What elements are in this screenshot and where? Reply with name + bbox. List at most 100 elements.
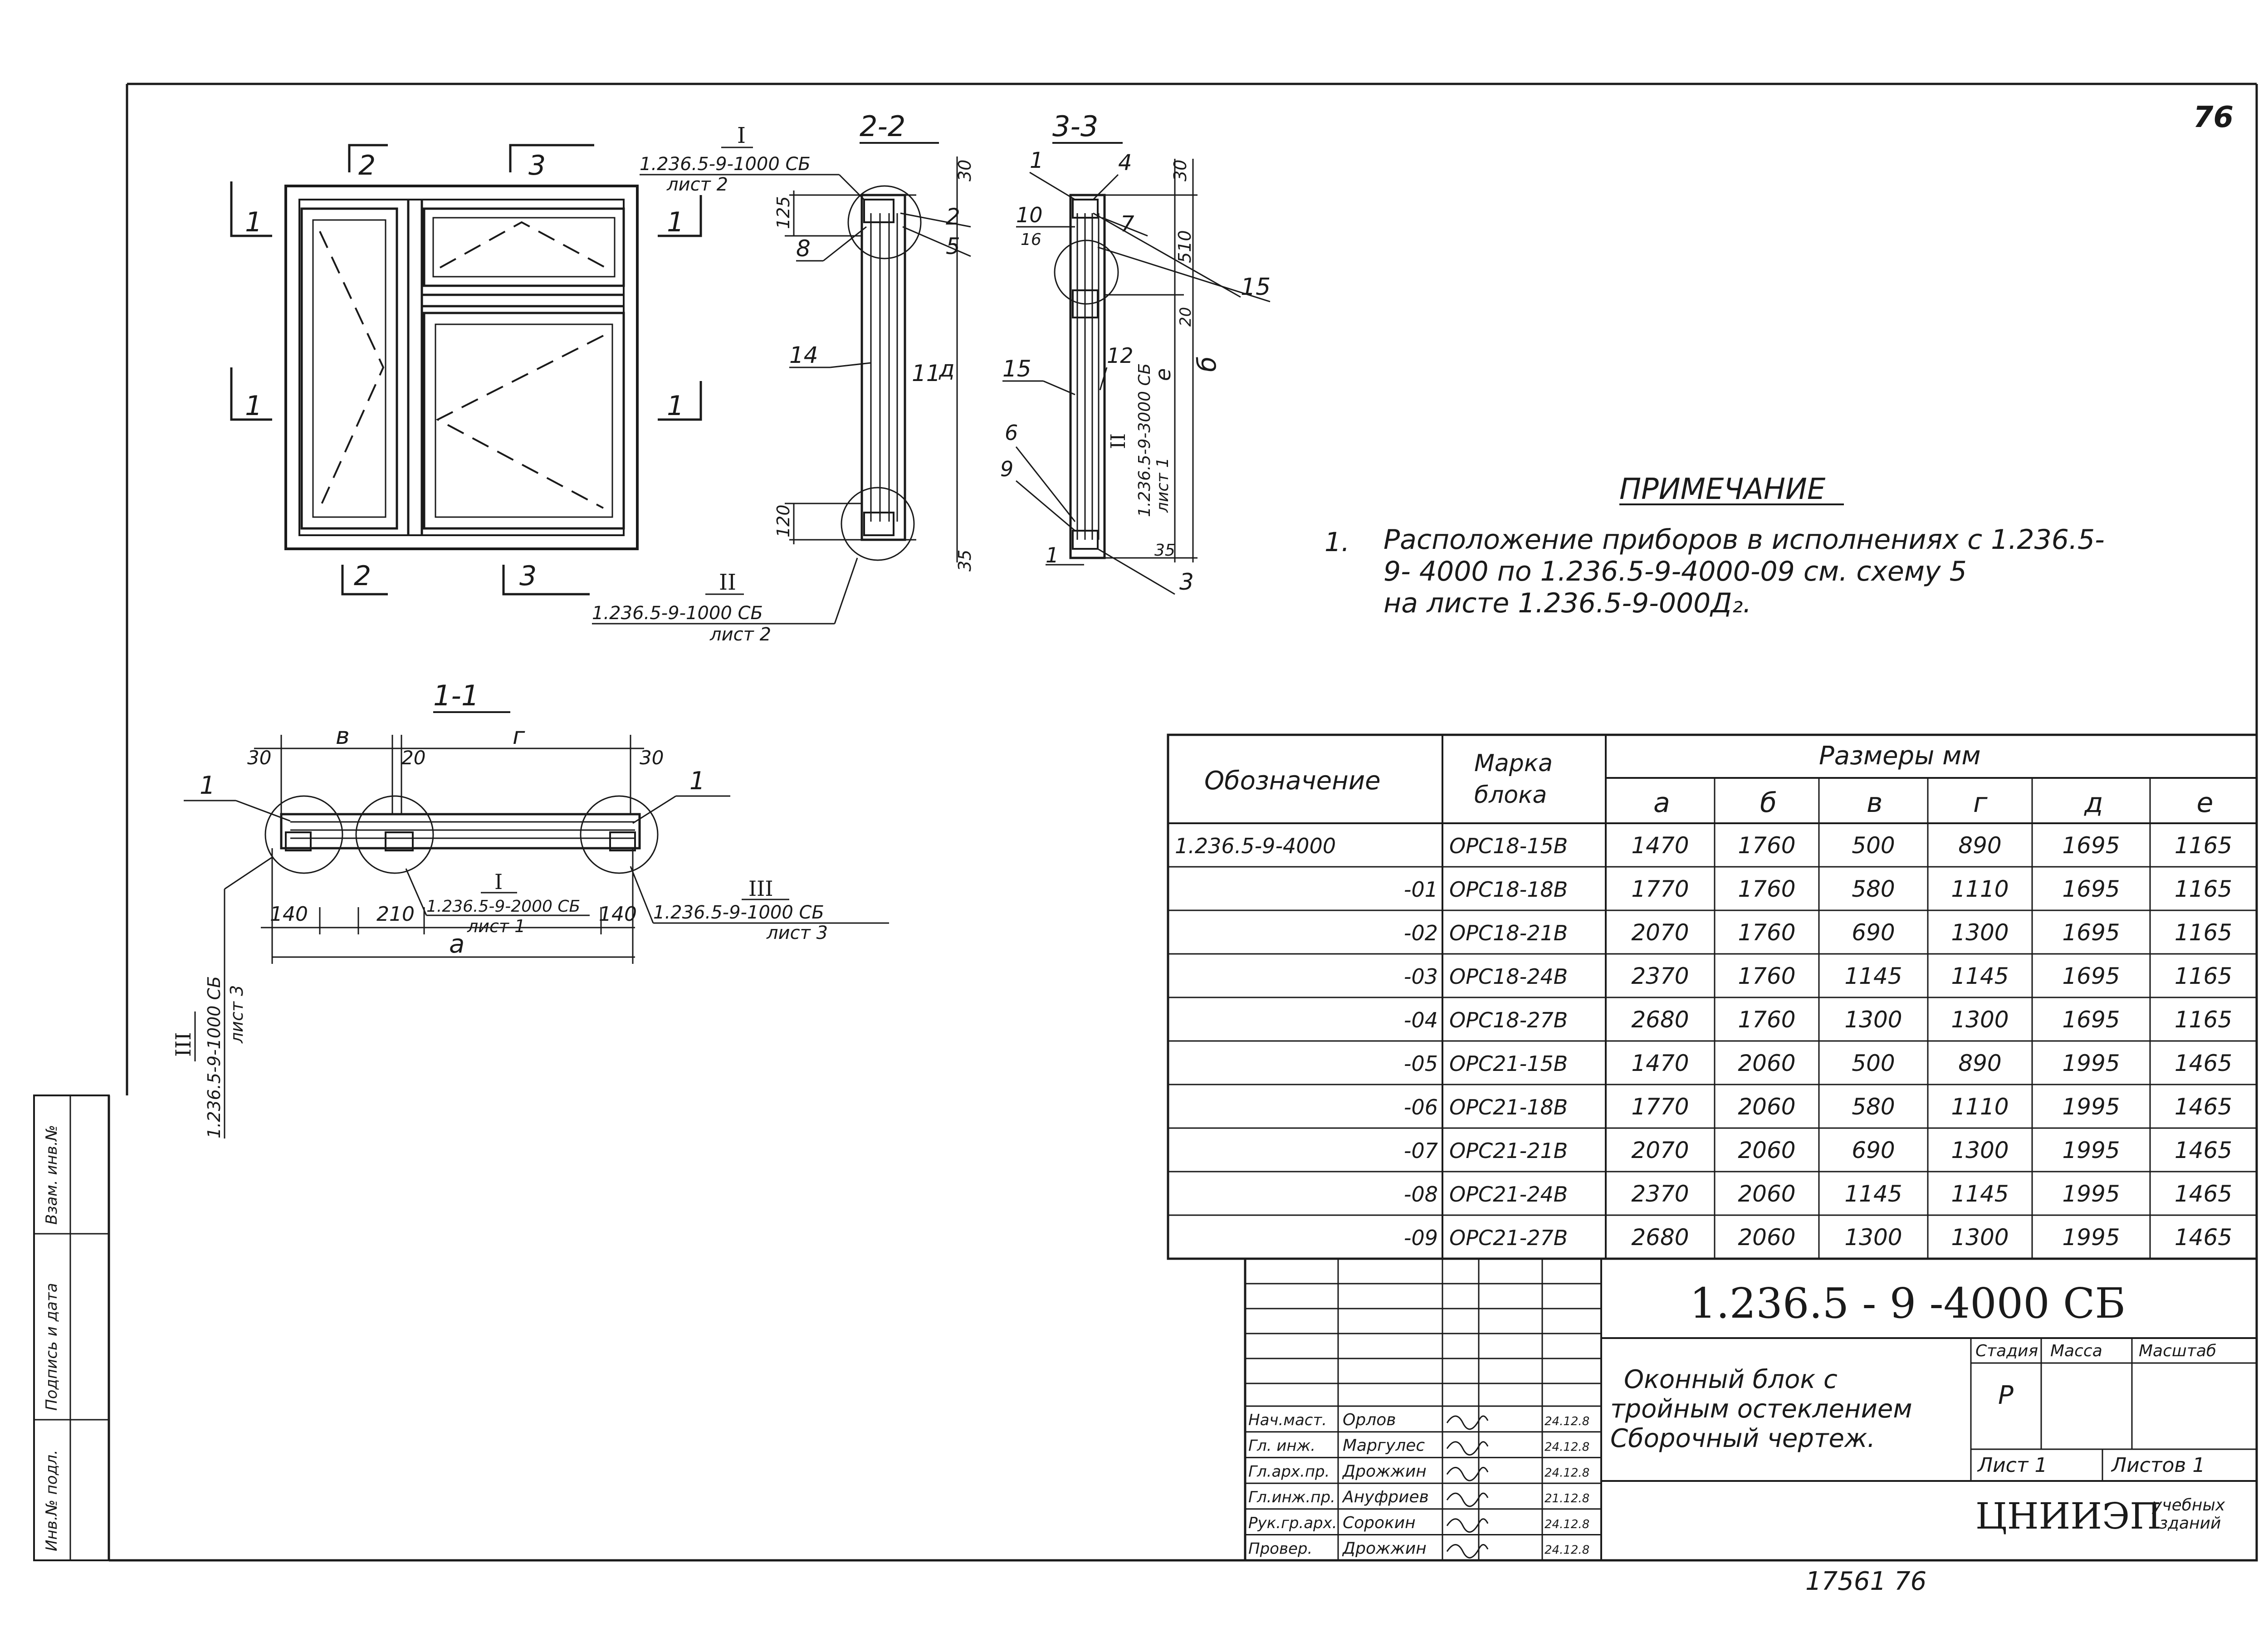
row-size-g: 1300 bbox=[1951, 919, 2009, 946]
drawing-title-line-3: Сборочный чертеж. bbox=[1610, 1424, 1875, 1453]
row-size-e: 1165 bbox=[2175, 919, 2232, 946]
size-col-header: в bbox=[1867, 787, 1882, 819]
row-size-d: 1695 bbox=[2062, 1007, 2120, 1033]
row-mark: ОРС21-21В bbox=[1449, 1138, 1568, 1163]
size-col-header: г bbox=[1973, 787, 1988, 819]
row-size-g: 1300 bbox=[1951, 1007, 2009, 1033]
size-col-header: а bbox=[1653, 787, 1670, 819]
row-size-g: 1110 bbox=[1951, 1094, 2009, 1120]
sec11-ref-i-roman: I bbox=[494, 870, 503, 894]
row-size-d: 1695 bbox=[2062, 963, 2120, 989]
sec33-dim-b: б bbox=[1193, 356, 1222, 372]
row-size-d: 1995 bbox=[2062, 1094, 2120, 1120]
row-designation: -09 bbox=[1404, 1226, 1438, 1250]
sec11-dim-140-right: 140 bbox=[599, 903, 637, 926]
sec11-ref-iii-code: 1.236.5-9-1000 СБ bbox=[653, 902, 824, 923]
section-2-2: 2-2 30 125 120 35 I 1.236.5-9-1000 СБ ли… bbox=[592, 110, 975, 645]
side-stamp-inv: Инв.№ подл. bbox=[43, 1450, 61, 1551]
staff-date: 24.12.8 bbox=[1545, 1466, 1589, 1480]
sec22-callout-8: 8 bbox=[796, 235, 811, 262]
row-size-b: 1760 bbox=[1738, 963, 1795, 989]
sec33-ref-sheet: лист 1 bbox=[1154, 457, 1172, 513]
row-size-d: 1995 bbox=[2062, 1050, 2120, 1076]
sec33-callout-9: 9 bbox=[1000, 457, 1013, 481]
row-size-b: 1760 bbox=[1738, 832, 1795, 859]
row-size-e: 1165 bbox=[2175, 963, 2232, 989]
row-size-b: 1760 bbox=[1738, 1007, 1795, 1033]
staff-date: 24.12.8 bbox=[1545, 1415, 1589, 1428]
side-stamp-replace: Взам. инв.№ bbox=[43, 1125, 61, 1225]
staff-role: Нач.маст. bbox=[1248, 1411, 1327, 1429]
row-size-g: 1300 bbox=[1951, 1137, 2009, 1163]
row-designation: -03 bbox=[1404, 964, 1438, 989]
sec33-callout-15-right: 15 bbox=[1241, 274, 1271, 301]
sec33-ref-roman: II bbox=[1107, 433, 1130, 449]
row-size-a: 1470 bbox=[1631, 1050, 1689, 1076]
sec11-dim-a: а bbox=[449, 929, 464, 959]
row-size-g: 1300 bbox=[1951, 1224, 2009, 1251]
row-size-v: 580 bbox=[1852, 1094, 1895, 1120]
staff-role: Гл. инж. bbox=[1248, 1437, 1315, 1455]
cut-markers: 2 3 1 1 1 1 2 3 bbox=[230, 144, 702, 596]
row-size-g: 1145 bbox=[1951, 963, 2009, 989]
section-3-3: 3-3 30 510 20 е б 35 II 1.236.5-9-3000 С… bbox=[1000, 110, 1271, 595]
table-header-mark-1: Марка bbox=[1474, 750, 1553, 777]
sec33-callout-10: 10 bbox=[1016, 203, 1043, 227]
staff-name: Ануфриев bbox=[1342, 1488, 1429, 1506]
window-elevation: 2 3 1 1 1 1 2 3 bbox=[230, 144, 702, 596]
sec11-ref-iii-left-code: 1.236.5-9-1000 СБ bbox=[204, 976, 224, 1138]
row-size-g: 890 bbox=[1958, 1050, 2001, 1076]
staff-date: 21.12.8 bbox=[1545, 1492, 1589, 1505]
sec22-callout-14: 14 bbox=[789, 342, 818, 368]
sec11-ref-iii-left-roman: III bbox=[171, 1032, 196, 1057]
sec33-ref-code: 1.236.5-9-3000 СБ bbox=[1135, 363, 1154, 517]
cut-2-top: 2 bbox=[358, 150, 376, 181]
row-designation: -02 bbox=[1404, 921, 1438, 945]
staff-name: Орлов bbox=[1343, 1411, 1396, 1429]
row-size-a: 2070 bbox=[1631, 919, 1689, 946]
note-index: 1. bbox=[1325, 527, 1349, 557]
org-name: ЦНИИЭП bbox=[1975, 1495, 2161, 1537]
staff-name: Дрожжин bbox=[1342, 1462, 1427, 1481]
sec22-dim-35: 35 bbox=[955, 550, 975, 572]
cut-1-tr: 1 bbox=[667, 206, 684, 238]
note-line-2: 9- 4000 по 1.236.5-9-4000-09 см. схему 5 bbox=[1383, 556, 1967, 587]
sec11-dim-210: 210 bbox=[376, 903, 415, 926]
table-header-mark-2: блока bbox=[1474, 782, 1547, 809]
row-size-v: 500 bbox=[1852, 1050, 1895, 1076]
row-size-g: 1145 bbox=[1951, 1181, 2009, 1207]
row-mark: ОРС18-18В bbox=[1449, 877, 1568, 902]
section-1-1: 1-1 30 в 20 г 30 140 210 140 bbox=[171, 679, 889, 1138]
row-size-b: 2060 bbox=[1738, 1137, 1795, 1163]
row-size-b: 1760 bbox=[1738, 876, 1795, 902]
row-mark: ОРС18-24В bbox=[1449, 964, 1568, 989]
sec22-dim-125: 125 bbox=[773, 196, 793, 229]
signature-scribble bbox=[1446, 1544, 1489, 1559]
note-block: ПРИМЕЧАНИЕ 1. Расположение приборов в ис… bbox=[1325, 473, 2105, 619]
signature-scribble bbox=[1446, 1492, 1489, 1507]
sec22-callout-11: 11 bbox=[912, 360, 941, 386]
sec11-ref-i-sheet: лист 1 bbox=[467, 916, 525, 936]
signature-scribble bbox=[1446, 1441, 1489, 1456]
row-size-d: 1995 bbox=[2062, 1137, 2120, 1163]
row-mark: ОРС21-24В bbox=[1449, 1182, 1568, 1207]
row-size-a: 2070 bbox=[1631, 1137, 1689, 1163]
staff-row: Нач.маст. Орлов 24.12.8 bbox=[1248, 1411, 1589, 1430]
sec22-ref-bottom-sheet: лист 2 bbox=[709, 624, 771, 645]
row-size-d: 1995 bbox=[2062, 1181, 2120, 1207]
note-line-3: на листе 1.236.5-9-000Д₂. bbox=[1383, 587, 1751, 619]
row-size-a: 2370 bbox=[1631, 1181, 1689, 1207]
sec22-ref-bottom-code: 1.236.5-9-1000 СБ bbox=[592, 603, 763, 624]
staff-date: 24.12.8 bbox=[1545, 1441, 1589, 1454]
sec22-ref-top-roman: I bbox=[737, 123, 746, 148]
staff-role: Гл.арх.пр. bbox=[1248, 1462, 1330, 1481]
row-designation: -06 bbox=[1404, 1095, 1438, 1119]
row-mark: ОРС18-15В bbox=[1449, 834, 1568, 858]
row-size-a: 1470 bbox=[1631, 832, 1689, 859]
